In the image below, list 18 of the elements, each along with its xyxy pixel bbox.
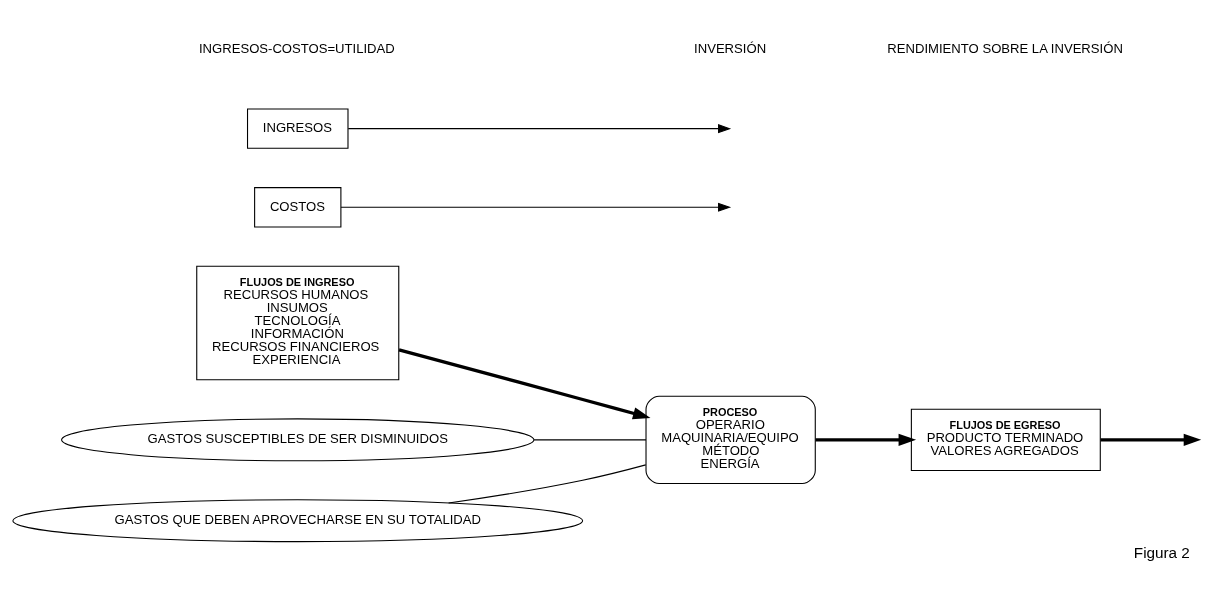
arrow xyxy=(1100,433,1202,446)
caption: Figura 2 xyxy=(1133,543,1190,561)
connector xyxy=(533,438,647,440)
node-box: FLUJOS DE EGRESO PRODUCTO TERMINADO VALORES AGREGADOS xyxy=(910,408,1101,471)
label: RENDIMIENTO SOBRE LA INVERSIÓN xyxy=(887,40,1123,56)
node-box: FLUJOS DE INGRESO RECURSOS HUMANOS INSUMOS TECNOLOGÍA INFORMACIÓN RECURSOS FINANCIEROS EXPERIENCIA xyxy=(196,265,400,380)
arrow xyxy=(340,202,732,212)
arrow xyxy=(398,347,651,419)
connector xyxy=(448,463,647,504)
label: INGRESOS-COSTOS=UTILIDAD xyxy=(198,40,395,56)
arrow xyxy=(815,433,917,446)
node-box: INGRESOS xyxy=(247,107,349,149)
arrow xyxy=(347,123,732,133)
node-box: COSTOS xyxy=(254,186,342,227)
node-ellipse: GASTOS SUSCEPTIBLES DE SER DISMINUIDOS xyxy=(61,417,535,461)
label: INVERSIÓN xyxy=(694,40,767,56)
node-ellipse: GASTOS QUE DEBEN APROVECHARSE EN SU TOTALIDAD xyxy=(12,498,584,542)
node-box: PROCESO OPERARIO MAQUINARIA/EQUIPO MÉTODO ENERGÍA xyxy=(645,395,816,484)
